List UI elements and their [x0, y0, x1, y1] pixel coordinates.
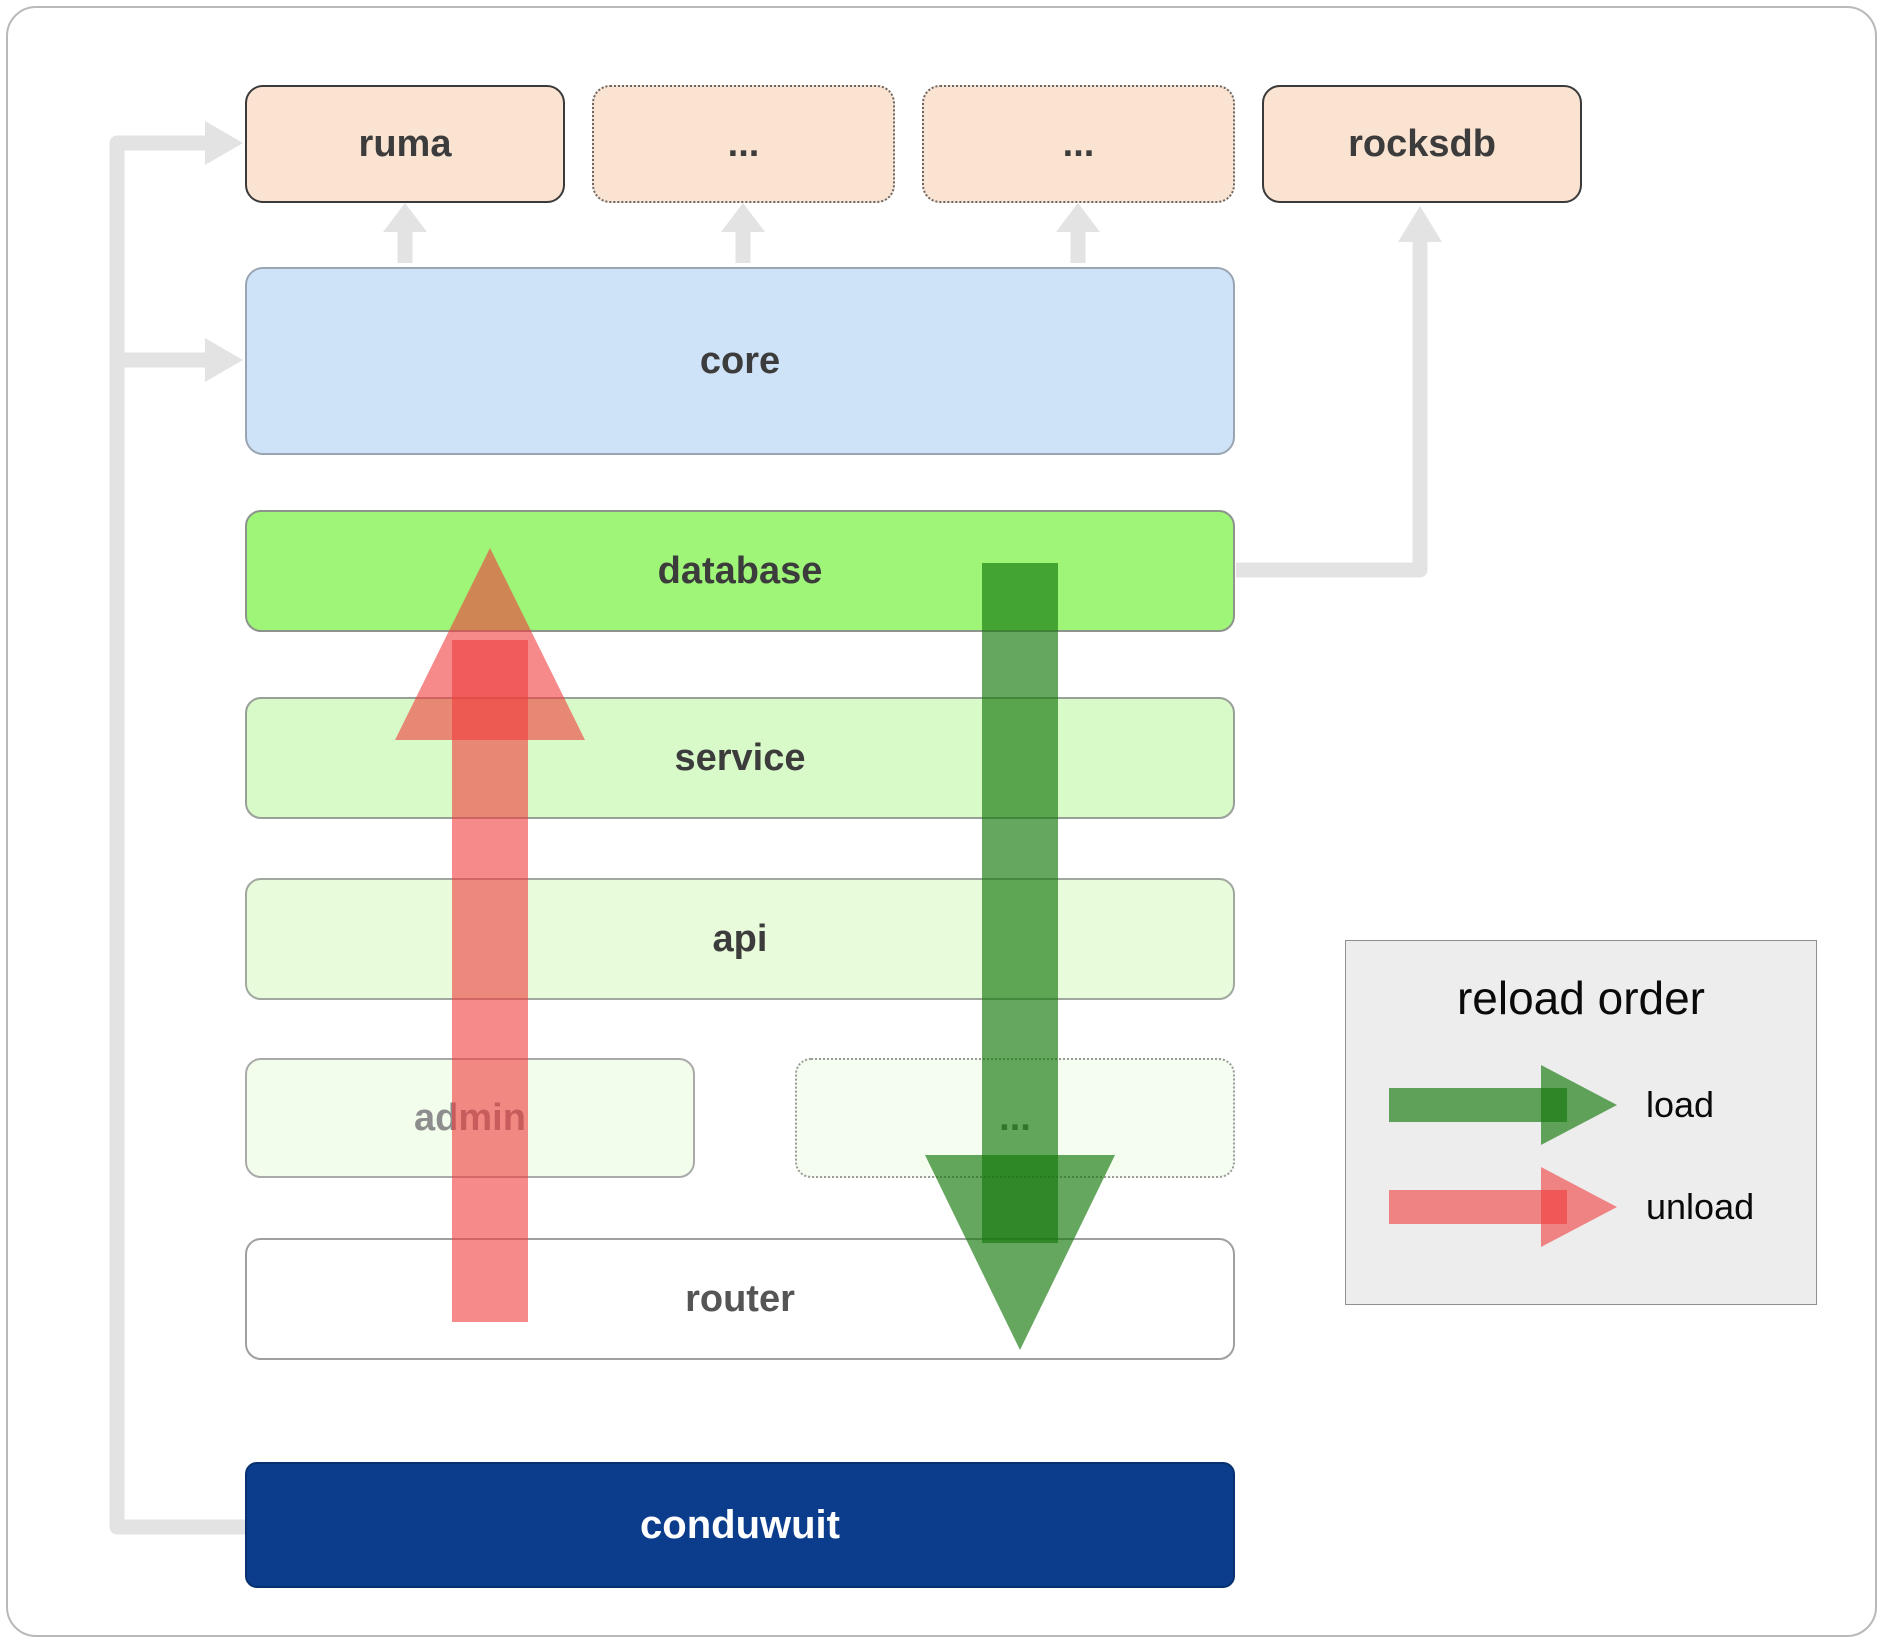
- legend-title: reload order: [1456, 972, 1706, 1024]
- box-service: service: [245, 697, 1235, 819]
- legend-unload-label: unload: [1646, 1186, 1755, 1227]
- box-ellipsis-top-1: ...: [592, 85, 895, 203]
- diagram-border: [6, 6, 1877, 1637]
- box-rocksdb-label: rocksdb: [1348, 122, 1496, 165]
- box-ellipsis-top-2-label: ...: [1062, 122, 1095, 165]
- box-rocksdb: rocksdb: [1262, 85, 1582, 203]
- box-ruma: ruma: [245, 85, 565, 203]
- arrowhead-into-rocksdb: [1398, 206, 1442, 242]
- box-conduwuit: conduwuit: [245, 1462, 1235, 1588]
- arrowhead-core-ellipsis-1: [721, 203, 765, 232]
- arrowhead-into-ruma: [205, 121, 243, 165]
- box-database-label: database: [657, 549, 823, 592]
- legend-load-arrow-icon: [1389, 1065, 1617, 1145]
- box-admin: admin: [245, 1058, 695, 1178]
- box-ruma-label: ruma: [358, 122, 452, 165]
- box-ellipsis-mid: ...: [795, 1058, 1235, 1178]
- arrowhead-core-ruma: [383, 203, 427, 232]
- legend-unload-arrow-icon: [1389, 1167, 1617, 1247]
- arrowhead-into-core: [205, 338, 243, 382]
- connector-database-to-rocksdb: [1236, 240, 1428, 578]
- box-ellipsis-top-1-label: ...: [727, 122, 760, 165]
- box-ellipsis-top-2: ...: [922, 85, 1235, 203]
- box-conduwuit-label: conduwuit: [640, 1502, 840, 1547]
- arrowhead-core-ellipsis-2: [1056, 203, 1100, 232]
- box-admin-label: admin: [414, 1096, 526, 1139]
- box-core-label: core: [699, 339, 781, 382]
- box-api-label: api: [712, 917, 768, 960]
- box-service-label: service: [674, 736, 806, 779]
- box-router: router: [245, 1238, 1235, 1360]
- legend-arrows: [1389, 1065, 1617, 1247]
- box-router-label: router: [685, 1277, 795, 1320]
- connector-conduwuit-to-ruma: [109, 135, 247, 1535]
- legend: reload order load unload: [1345, 940, 1817, 1305]
- box-api: api: [245, 878, 1235, 1000]
- box-ellipsis-mid-label: ...: [999, 1096, 1031, 1139]
- box-core: core: [245, 267, 1235, 455]
- box-database: database: [245, 510, 1235, 632]
- legend-load-label: load: [1646, 1084, 1715, 1125]
